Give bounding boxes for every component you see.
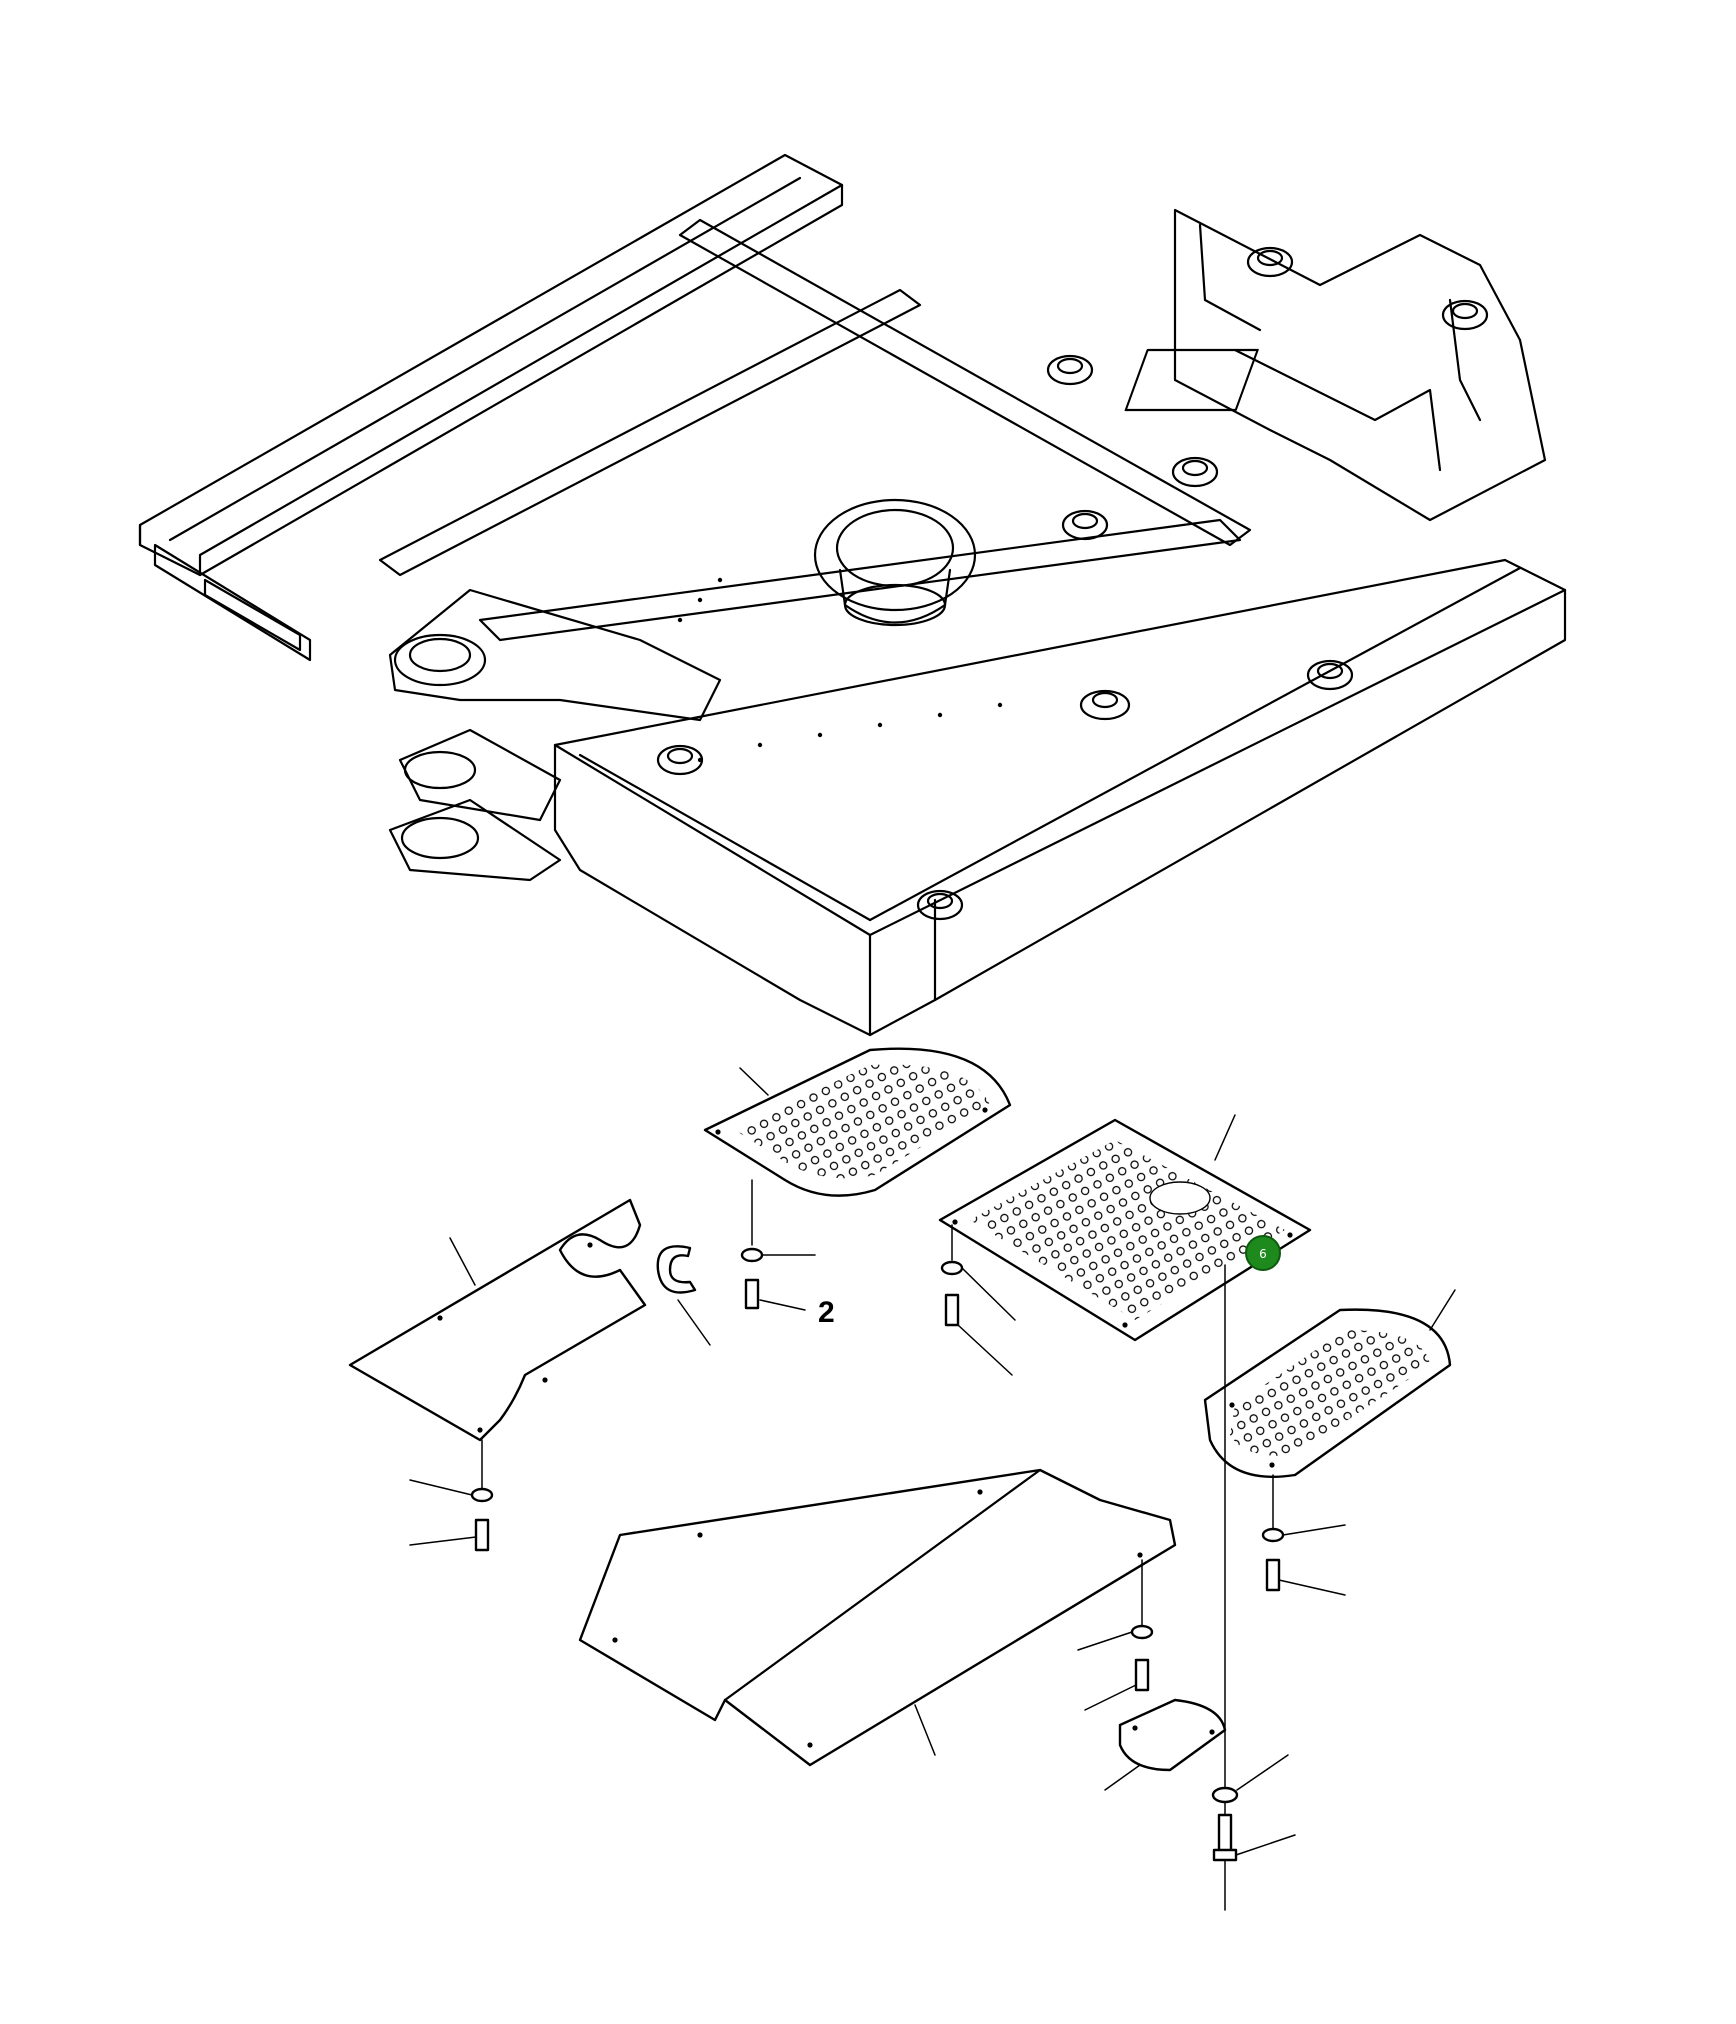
fasteners xyxy=(409,1179,1346,1911)
cover-plate-c xyxy=(1203,1289,1456,1479)
bolt-callout-label: 2 xyxy=(818,1296,835,1329)
cover-plate-e xyxy=(578,1468,1177,1767)
cover-plate-d xyxy=(348,1198,711,1442)
hotspot-label[interactable]: 6 xyxy=(1259,1247,1267,1261)
part-hotspot[interactable]: 6 xyxy=(1245,1235,1281,1271)
cover-plate-a xyxy=(703,1047,1012,1197)
hotspot-marker[interactable] xyxy=(1245,1235,1281,1271)
upper-frame xyxy=(138,153,1567,1037)
small-cover xyxy=(1104,1698,1227,1791)
callout-2: 2 xyxy=(818,1296,835,1329)
cover-plate-b xyxy=(938,1114,1312,1342)
